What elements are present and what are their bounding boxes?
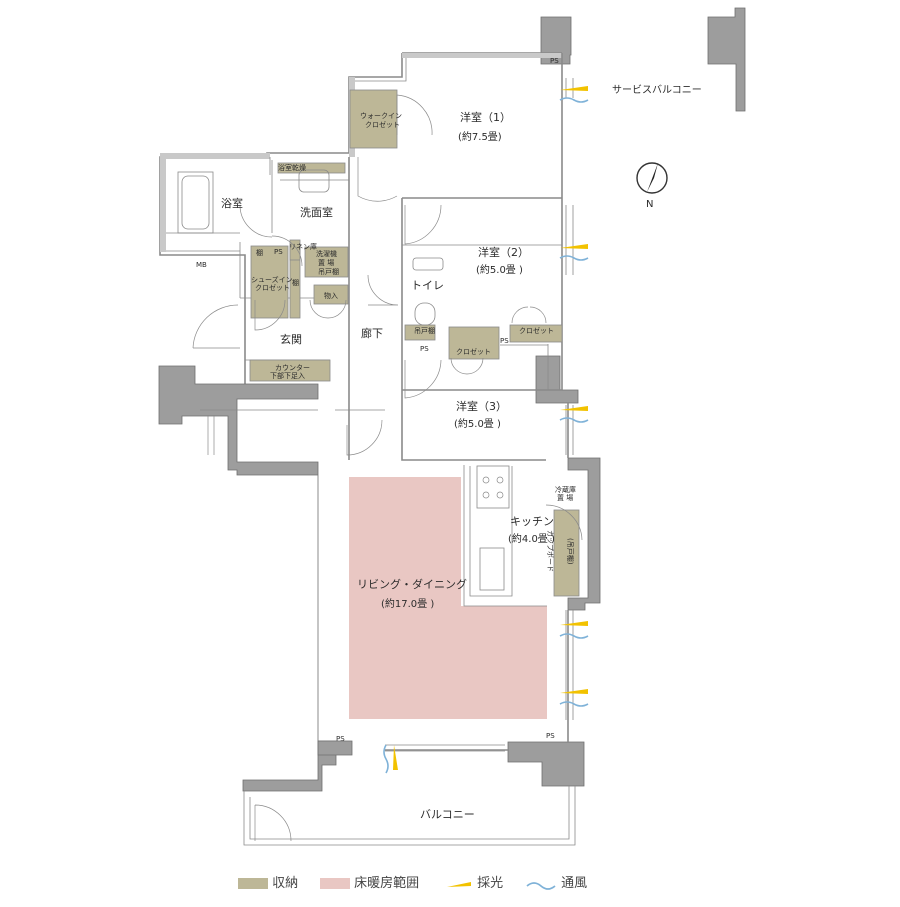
- walkin-closet: [349, 89, 398, 149]
- shoes-in-closet: [250, 245, 289, 319]
- label-shelf-1: 棚: [256, 248, 263, 257]
- room-western3-name: 洋室（3）: [456, 399, 507, 413]
- legend-ventilation: 通風: [525, 872, 587, 891]
- wall-bath-top: [160, 153, 270, 159]
- label-laundry-2: 置 場: [318, 258, 334, 267]
- legend-ventilation-label: 通風: [561, 876, 588, 891]
- label-ps-3: PS: [420, 345, 429, 353]
- label-linen: リネン庫: [289, 242, 317, 251]
- label-hanger-2: 吊戸棚: [414, 326, 435, 335]
- legend-daylight-label: 採光: [477, 876, 504, 891]
- wash-basin: [298, 169, 330, 193]
- kitchen-stove: [476, 465, 510, 591]
- legend-daylight: 採光: [445, 872, 503, 891]
- daylight-marks: [393, 86, 588, 770]
- ventilation-marks: [383, 97, 589, 774]
- label-dryer: 浴室乾燥: [278, 163, 306, 172]
- room-toilet-name: トイレ: [411, 279, 444, 292]
- label-counter-2: 下部下足入: [270, 371, 305, 380]
- label-ps-5: PS: [336, 735, 345, 743]
- legend-heating-label: 床暖房範囲: [354, 876, 420, 891]
- legend-storage: 収納: [238, 872, 298, 891]
- label-counter-1: カウンター: [275, 363, 310, 372]
- label-mb: MB: [196, 261, 207, 269]
- wall-bath-hatch: [160, 157, 166, 252]
- label-upper-cabinet: (吊戸棚): [566, 538, 575, 565]
- room-washroom-name: 洗面室: [300, 205, 333, 219]
- kitchen-counter: [469, 466, 513, 597]
- label-walkin-2: クロゼット: [365, 120, 400, 129]
- dryer-storage: [277, 162, 346, 174]
- cupboard: [553, 509, 580, 597]
- room-western2-name: 洋室（2）: [478, 245, 529, 259]
- label-fridge-2: 置 場: [557, 493, 573, 502]
- label-storage: 物入: [324, 291, 338, 300]
- label-laundry-1: 洗濯機: [316, 249, 337, 258]
- wall-right-lower: [507, 741, 585, 787]
- label-fridge-1: 冷蔵庫: [555, 485, 576, 494]
- room-corridor-name: 廊下: [361, 326, 383, 340]
- interior-walls: [166, 157, 562, 607]
- room-kitchen-name: キッチン: [510, 515, 554, 528]
- toilet-fixture: [412, 257, 444, 326]
- balcony-outline: [243, 786, 576, 846]
- wall-left-lower-ps: [317, 740, 353, 756]
- label-cupboard: カップボード: [546, 530, 554, 572]
- floor-heating-zone: [349, 477, 547, 719]
- room-entrance-name: 玄関: [280, 332, 302, 346]
- laundry-area: [304, 246, 349, 278]
- label-ps-1: PS: [550, 57, 559, 65]
- label-shelf-2: 棚: [292, 278, 299, 287]
- label-ps-6: PS: [546, 732, 555, 740]
- room-bath-name: 浴室: [221, 196, 243, 210]
- label-hanger-1: 吊戸棚: [318, 267, 339, 276]
- room-kitchen-area: (約4.0畳 ): [508, 532, 555, 545]
- door-swings: [192, 94, 583, 842]
- wall-right-upper: [535, 355, 579, 404]
- label-shoes-2: クロゼット: [255, 283, 290, 292]
- label-walkin-1: ウォークイン: [360, 112, 402, 120]
- closet-3: [448, 326, 500, 360]
- room-western2-area: (約5.0畳 ): [476, 263, 523, 276]
- bathtub: [177, 171, 214, 234]
- daylight-icon: [447, 881, 471, 887]
- legend-storage-swatch: [238, 878, 268, 889]
- linen-storage: [289, 239, 301, 261]
- compass-icon: [636, 162, 668, 194]
- room-western1-area: (約7.5畳): [458, 130, 502, 143]
- legend-heating: 床暖房範囲: [320, 872, 419, 891]
- label-closet-2: クロゼット: [519, 326, 554, 335]
- label-ps-2: PS: [274, 248, 283, 256]
- label-ps-4: PS: [500, 337, 509, 345]
- wall-top-far-right: [707, 7, 746, 112]
- storage-closet: [313, 284, 349, 305]
- wall-east: [384, 53, 569, 751]
- room-living-area: (約17.0畳 ): [381, 597, 434, 610]
- room-western3-area: (約5.0畳 ): [454, 417, 501, 430]
- room-service-balcony-name: サービスバルコニー: [612, 84, 702, 96]
- counter: [249, 359, 331, 382]
- toilet-cabinet: [404, 324, 436, 341]
- room-western1-name: 洋室（1）: [460, 110, 511, 124]
- label-shoes-1: シューズイン: [251, 275, 293, 284]
- ventilation-icon: [526, 881, 556, 890]
- legend-heating-swatch: [320, 878, 350, 889]
- label-closet-3: クロゼット: [456, 347, 491, 356]
- room-living-name: リビング・ダイニング: [357, 577, 467, 591]
- room-balcony-name: バルコニー: [420, 808, 475, 821]
- wall-left-column: [158, 365, 337, 792]
- legend-storage-label: 収納: [272, 876, 299, 891]
- compass-label: N: [646, 199, 653, 210]
- windows: [385, 78, 574, 752]
- wall-north-top: [402, 53, 562, 58]
- closet-2: [509, 324, 563, 343]
